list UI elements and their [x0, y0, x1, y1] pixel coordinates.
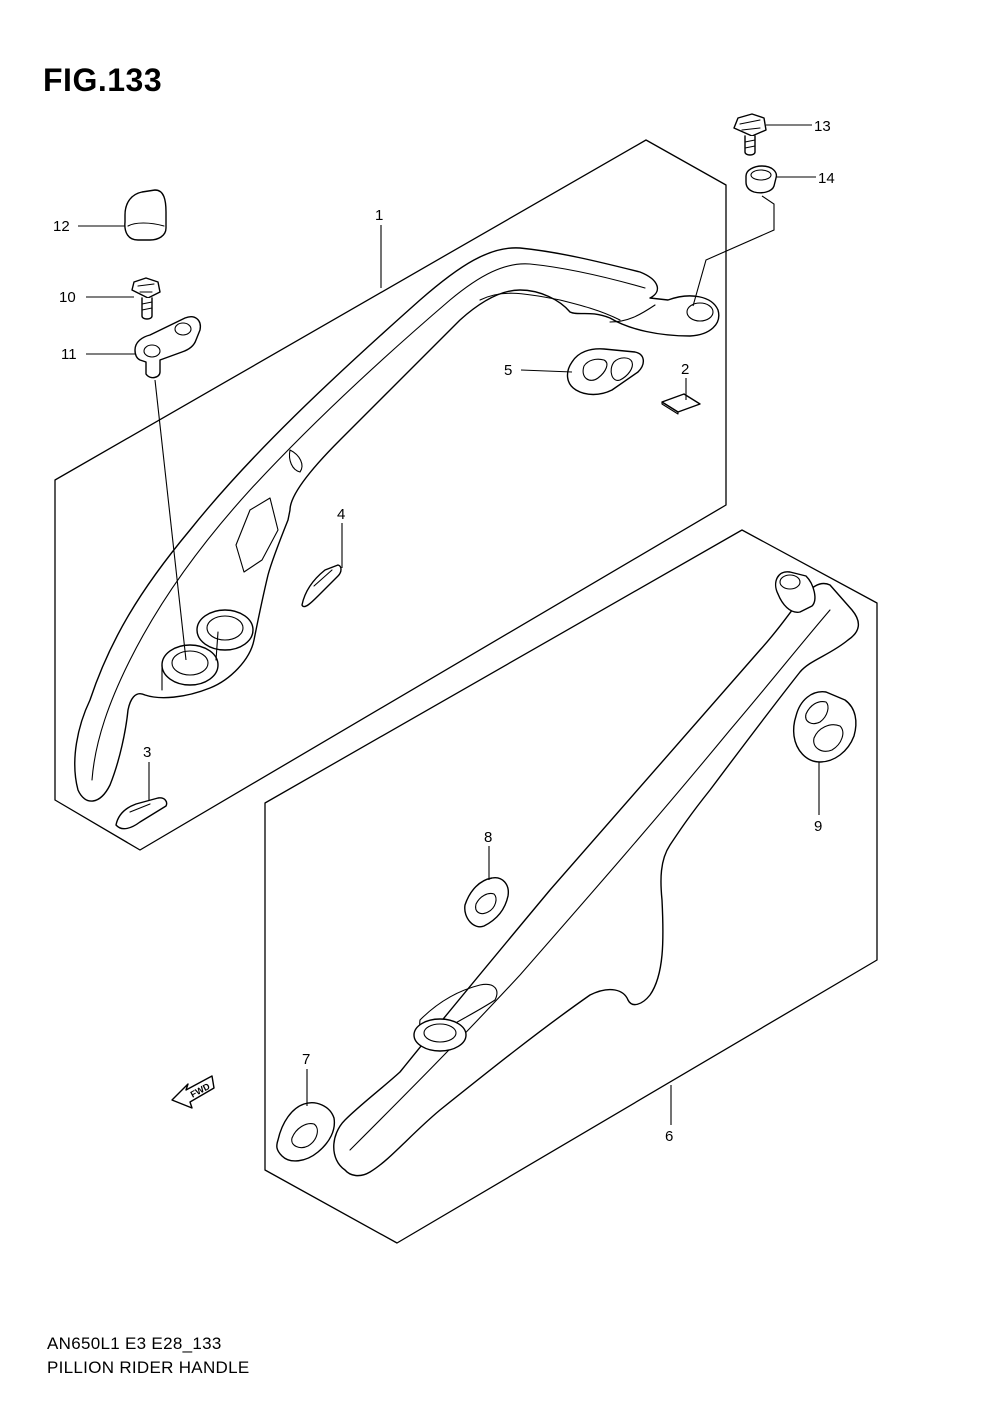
callout-9: 9 — [814, 818, 822, 835]
forward-arrow-icon: FWD — [171, 1075, 215, 1109]
part-14-collar — [745, 165, 778, 194]
figure-name: PILLION RIDER HANDLE — [47, 1358, 250, 1377]
part-13-bolt — [733, 113, 767, 156]
right-handle-group-outline — [264, 529, 878, 1244]
part-11-bracket — [134, 316, 202, 379]
callout-8: 8 — [484, 829, 492, 846]
callout-10: 10 — [59, 289, 76, 306]
part-5-cover — [566, 348, 644, 396]
callout-labels: 1 2 3 4 5 6 7 8 9 10 11 12 13 14 — [53, 118, 835, 1145]
figure-title: FIG.133 — [43, 62, 163, 98]
part-9-cover — [792, 691, 857, 763]
callout-5: 5 — [504, 362, 512, 379]
right-pillion-handle — [333, 571, 859, 1177]
part-10-bolt — [131, 277, 161, 320]
part-4-clip — [301, 564, 342, 608]
callout-13: 13 — [814, 118, 831, 135]
leader-lines — [78, 124, 820, 1125]
left-pillion-handle — [74, 247, 720, 802]
part-3-clip — [115, 797, 168, 830]
callout-6: 6 — [665, 1128, 673, 1145]
part-12-cap — [124, 189, 167, 241]
callout-7: 7 — [302, 1051, 310, 1068]
callout-4: 4 — [337, 506, 345, 523]
callout-2: 2 — [681, 361, 689, 378]
callout-12: 12 — [53, 218, 70, 235]
callout-14: 14 — [818, 170, 835, 187]
callout-11: 11 — [61, 346, 77, 363]
part-7-cap — [276, 1102, 336, 1162]
part-2-pad — [661, 393, 701, 415]
callout-1: 1 — [375, 207, 383, 224]
left-handle-group-outline — [54, 139, 727, 851]
part-8-cap — [464, 877, 509, 928]
figure-code: AN650L1 E3 E28_133 — [47, 1334, 222, 1353]
callout-3: 3 — [143, 744, 151, 761]
